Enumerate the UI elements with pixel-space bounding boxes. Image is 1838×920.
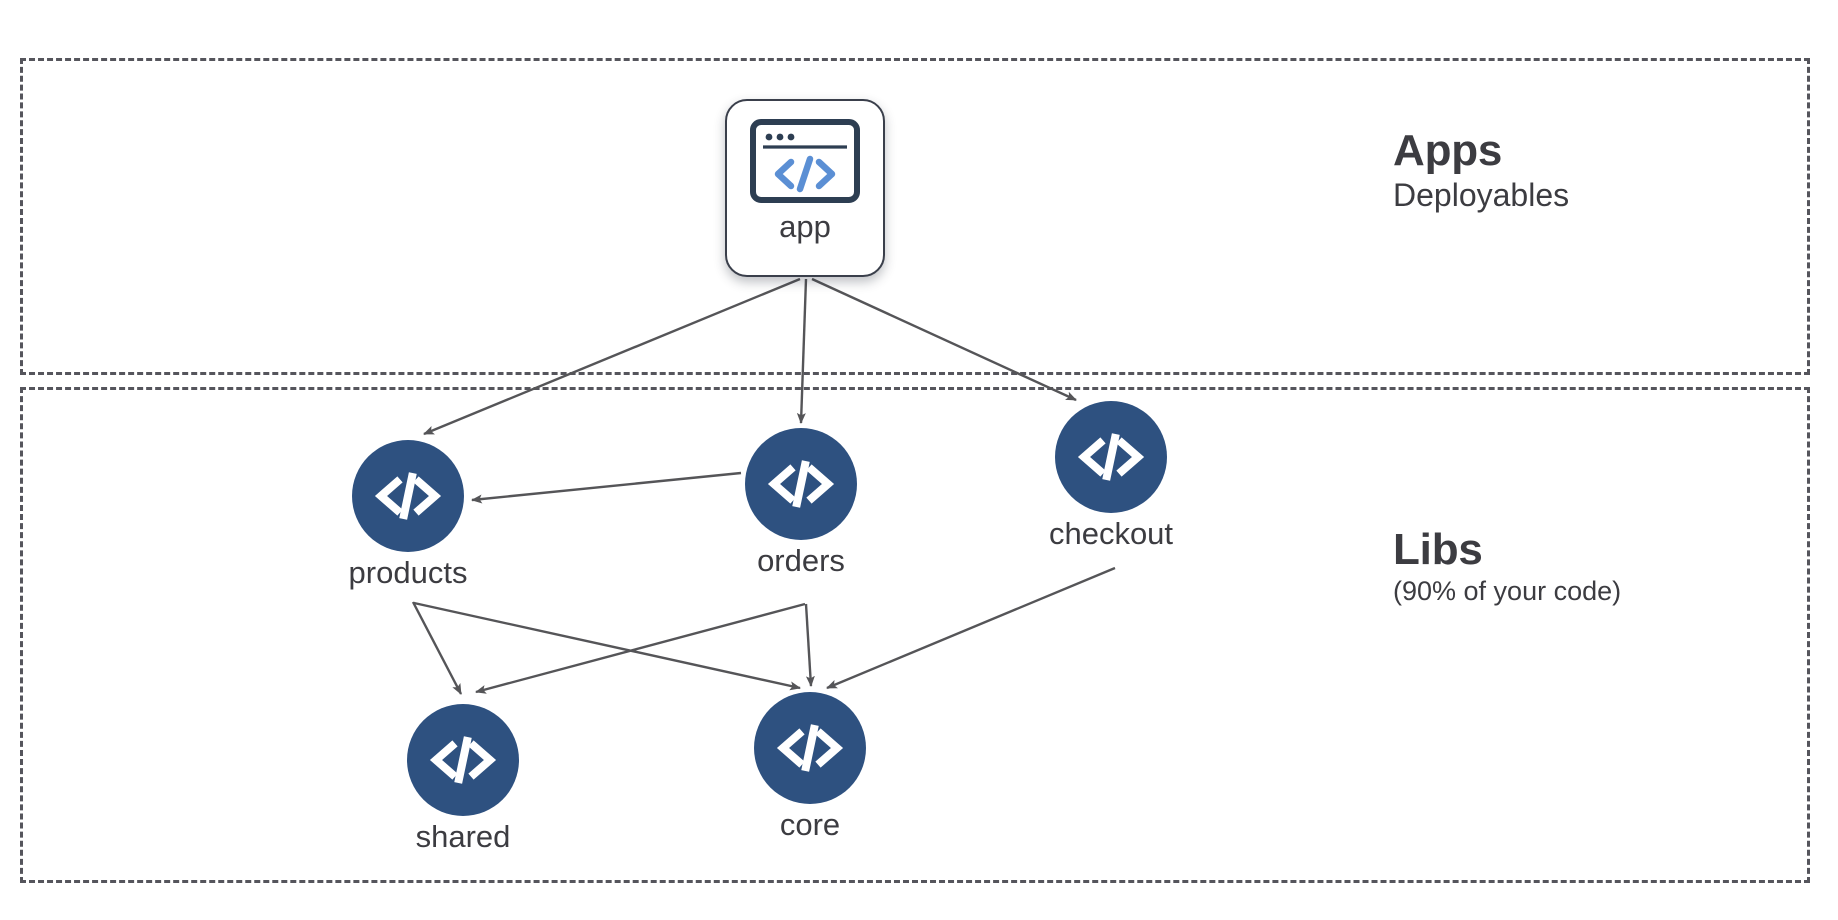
code-brackets-icon — [767, 460, 835, 508]
node-shared-label: shared — [415, 819, 511, 854]
node-checkout[interactable]: checkout — [1049, 401, 1173, 551]
node-checkout-circle — [1055, 401, 1167, 513]
zone-apps-caption: Apps Deployables — [1393, 126, 1570, 216]
node-checkout-label: checkout — [1048, 516, 1174, 551]
code-brackets-icon — [1077, 433, 1145, 481]
code-brackets-icon — [776, 724, 844, 772]
zone-libs-title: Libs — [1393, 525, 1483, 574]
zone-libs-subtitle: (90% of your code) — [1393, 575, 1622, 606]
node-shared-circle — [407, 704, 519, 816]
node-orders[interactable]: orders — [745, 428, 857, 578]
zone-libs — [20, 387, 1810, 883]
node-core[interactable]: core — [754, 692, 866, 842]
node-orders-label: orders — [757, 543, 845, 578]
zone-libs-caption: Libs (90% of your code) — [1393, 525, 1622, 609]
node-app-label: app — [779, 209, 831, 244]
node-app[interactable]: app — [725, 99, 885, 277]
node-products-label: products — [348, 555, 468, 590]
node-products[interactable]: products — [349, 440, 467, 590]
node-products-circle — [352, 440, 464, 552]
zone-apps-subtitle: Deployables — [1393, 176, 1570, 213]
node-core-circle — [754, 692, 866, 804]
code-brackets-icon — [374, 472, 442, 520]
code-brackets-icon — [429, 736, 497, 784]
node-orders-circle — [745, 428, 857, 540]
node-core-label: core — [779, 807, 841, 842]
node-shared[interactable]: shared — [407, 704, 519, 854]
zone-apps — [20, 58, 1810, 375]
browser-code-icon — [750, 119, 860, 203]
zone-apps-title: Apps — [1393, 126, 1503, 175]
